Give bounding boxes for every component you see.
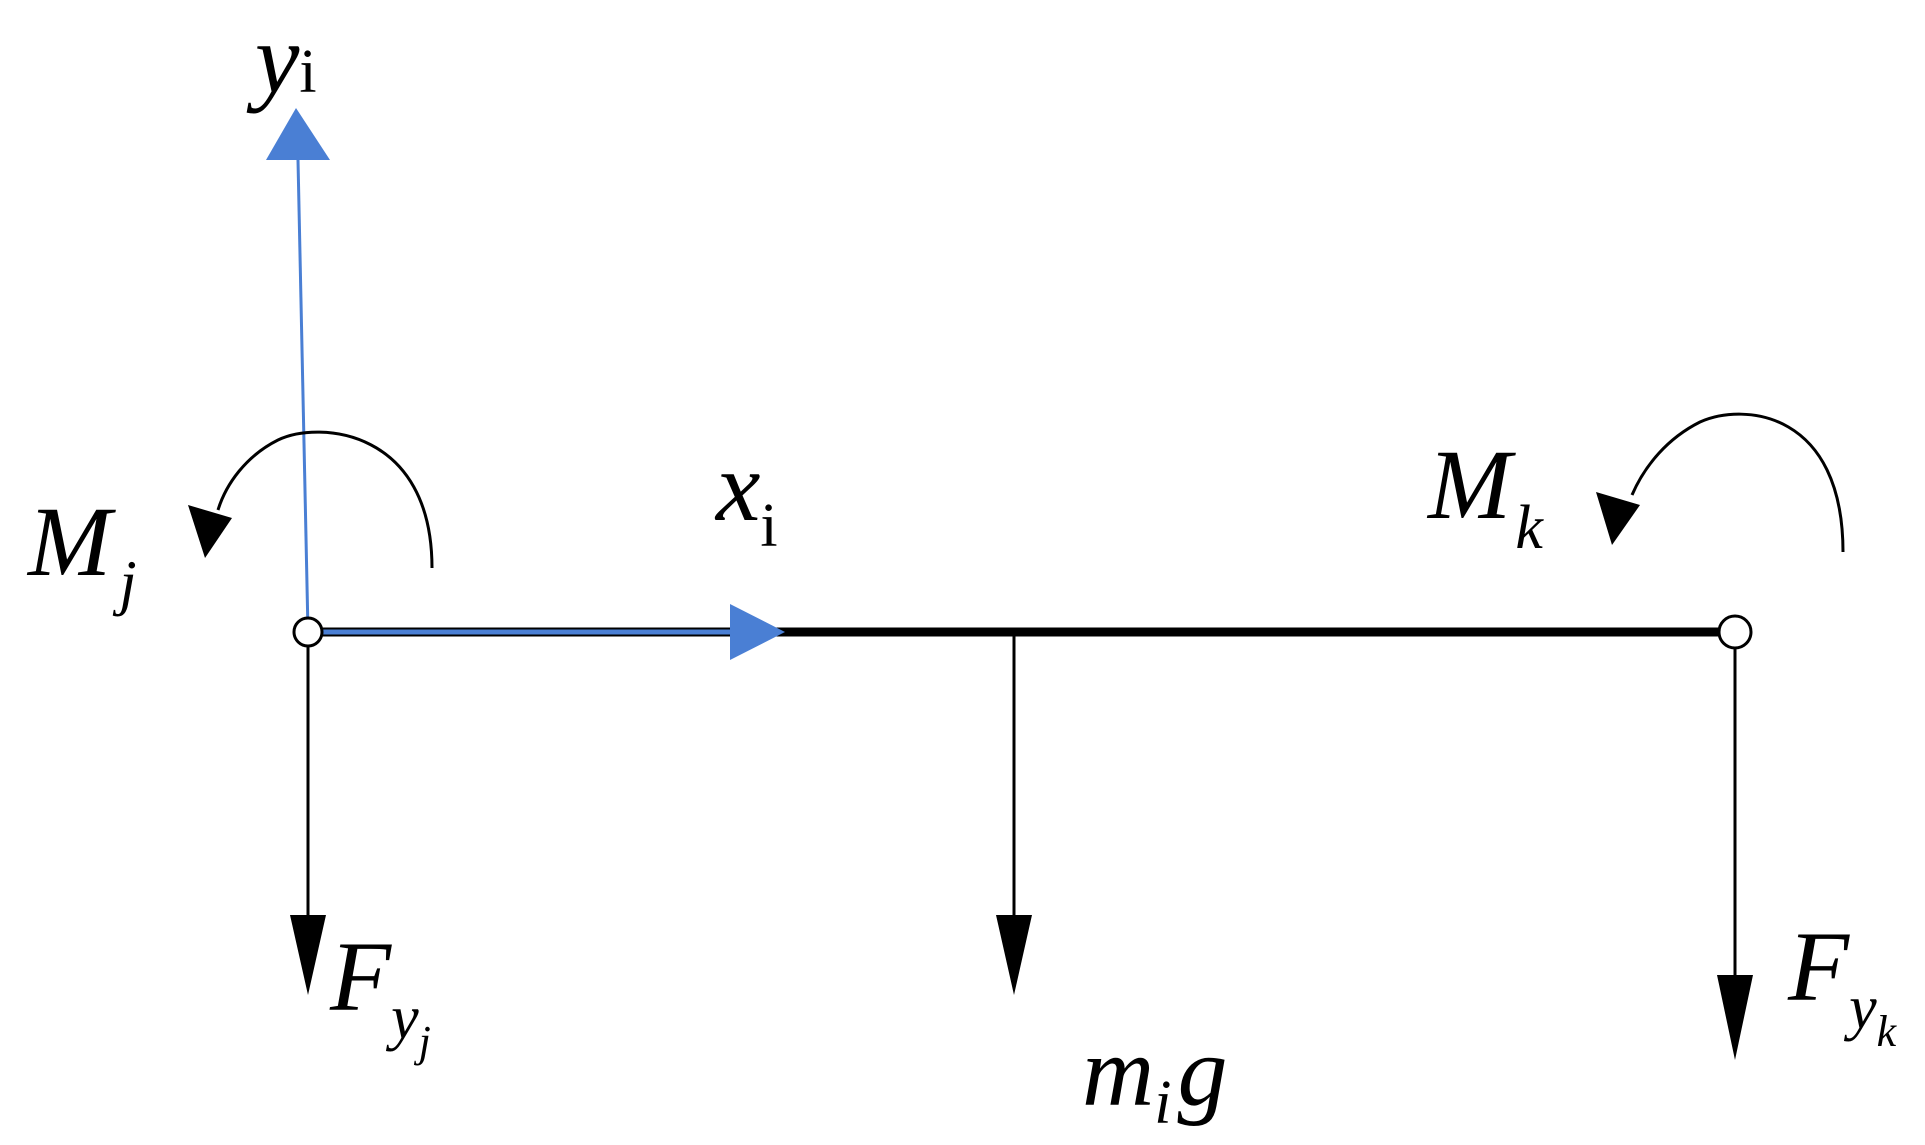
x-axis-label: xi — [714, 431, 778, 560]
force-j-label: Fyj — [329, 921, 431, 1066]
weight-arrow — [996, 632, 1032, 995]
x-axis-arrowhead — [730, 604, 785, 660]
node-k-pin — [1717, 614, 1753, 650]
coordinate-axes — [266, 108, 785, 660]
moment-k-label: Mk — [1426, 429, 1544, 562]
force-k-arrow — [1717, 648, 1753, 1060]
force-k-label: Fyk — [1787, 911, 1898, 1056]
moment-k-arrow — [1596, 412, 1845, 553]
y-axis-line — [296, 159, 310, 633]
force-j-arrow — [290, 646, 326, 995]
y-axis-label: yi — [246, 3, 317, 114]
node-j-pin — [292, 616, 324, 648]
y-axis-arrowhead — [266, 108, 330, 160]
moment-j-arrow — [188, 430, 434, 569]
weight-label: mig — [1082, 1016, 1227, 1137]
